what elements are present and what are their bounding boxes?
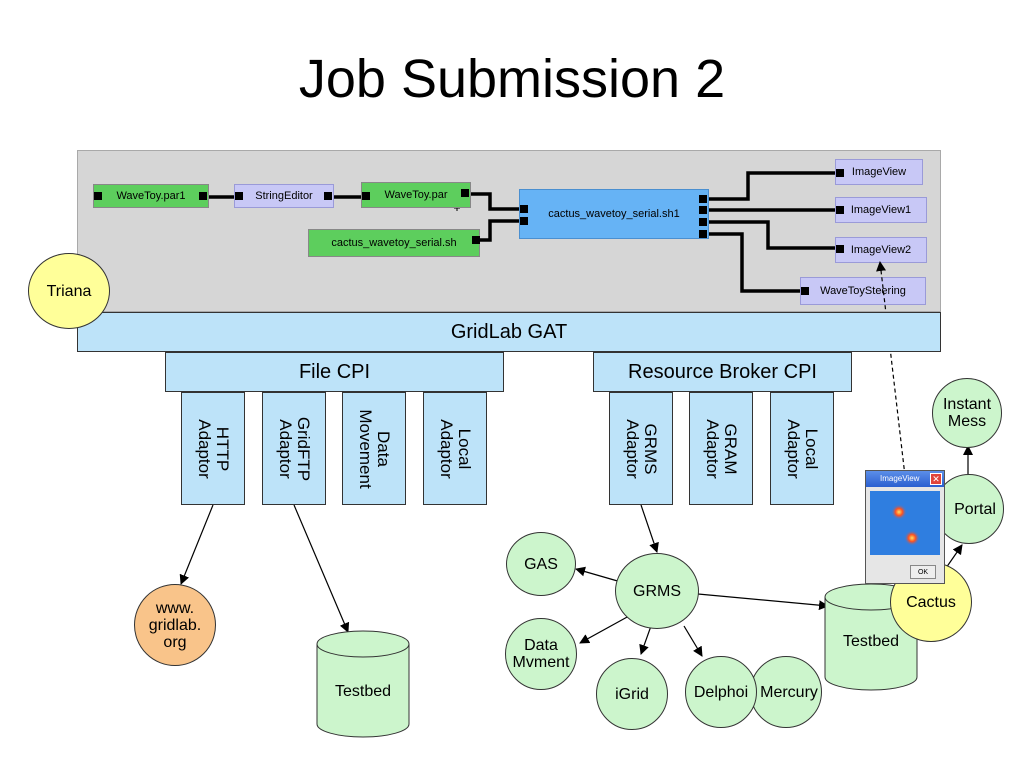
node-wavetoy-par1[interactable]: WaveToy.par1 xyxy=(93,184,209,208)
adaptor-label: HTTP Adaptor xyxy=(195,418,232,479)
resource-broker-cpi-bar: Resource Broker CPI xyxy=(593,352,852,392)
output-port[interactable] xyxy=(699,230,707,238)
node-label: cactus_wavetoy_serial.sh xyxy=(331,237,457,249)
triana-workflow-canvas: WaveToy.par1 StringEditor WaveToy.par ca… xyxy=(77,150,941,312)
instant-mess-label: Instant Mess xyxy=(942,396,992,430)
node-string-editor[interactable]: StringEditor xyxy=(234,184,334,208)
node-cactus-wavetoy-serial-sh1[interactable]: cactus_wavetoy_serial.sh1 xyxy=(519,189,709,239)
node-wavetoy-steering[interactable]: WaveToySteering xyxy=(800,277,926,305)
input-port[interactable] xyxy=(520,205,528,213)
adaptor-label: GRAM Adaptor xyxy=(703,418,740,479)
adaptor-label: Data Movement xyxy=(356,408,393,489)
adaptor-label: GRMS Adaptor xyxy=(623,418,660,479)
igrid-circle: iGrid xyxy=(596,658,668,730)
imageview-render-area xyxy=(870,491,940,555)
output-port[interactable] xyxy=(199,192,207,200)
node-label: ImageView xyxy=(851,166,907,178)
input-port[interactable] xyxy=(801,287,809,295)
adaptor-label: GridFTP Adaptor xyxy=(276,416,313,481)
node-label: ImageView1 xyxy=(850,204,912,216)
node-imageview1[interactable]: ImageView1 xyxy=(835,197,927,223)
simulation-blobs xyxy=(891,504,920,546)
gridlab-org-circle: www. gridlab. org xyxy=(134,584,216,666)
gas-label: GAS xyxy=(524,555,558,573)
imageview-window-titlebar[interactable]: ImageView xyxy=(866,471,944,487)
input-port[interactable] xyxy=(836,206,844,214)
gridftp-adaptor: GridFTP Adaptor xyxy=(262,392,326,505)
ok-button[interactable]: OK xyxy=(910,565,936,579)
grms-adaptor: GRMS Adaptor xyxy=(609,392,673,505)
input-port[interactable] xyxy=(362,192,370,200)
gram-adaptor: GRAM Adaptor xyxy=(689,392,753,505)
node-imageview[interactable]: ImageView xyxy=(835,159,923,185)
portal-label: Portal xyxy=(954,500,996,518)
node-label: StringEditor xyxy=(255,190,313,202)
delphoi-label: Delphoi xyxy=(693,683,749,701)
delphoi-circle: Delphoi xyxy=(685,656,757,728)
input-port[interactable] xyxy=(235,192,243,200)
local-file-adaptor: Local Adaptor xyxy=(423,392,487,505)
output-port[interactable] xyxy=(699,195,707,203)
output-port[interactable] xyxy=(472,236,480,244)
instant-mess-circle: Instant Mess xyxy=(932,378,1002,448)
imageview-window[interactable]: ImageView ✕ OK xyxy=(865,470,945,584)
gas-circle: GAS xyxy=(506,532,576,596)
local-rb-adaptor: Local Adaptor xyxy=(770,392,834,505)
testbed-left-cylinder xyxy=(316,630,410,738)
imageview-window-title: ImageView xyxy=(880,474,920,483)
input-port[interactable] xyxy=(94,192,102,200)
mercury-label: Mercury xyxy=(760,683,818,701)
input-port[interactable] xyxy=(520,217,528,225)
grms-circle: GRMS xyxy=(615,553,699,629)
testbed-right-label: Testbed xyxy=(842,633,900,650)
data-mvment-label: Data Mvment xyxy=(512,637,570,671)
testbed-left-label: Testbed xyxy=(334,683,392,700)
cactus-label: Cactus xyxy=(906,593,956,611)
resource-broker-cpi-label: Resource Broker CPI xyxy=(628,360,817,383)
triana-label: Triana xyxy=(46,282,92,300)
output-port[interactable] xyxy=(699,206,707,214)
data-mvment-circle: Data Mvment xyxy=(505,618,577,690)
node-label: WaveToy.par xyxy=(384,189,448,201)
data-movement-adaptor: Data Movement xyxy=(342,392,406,505)
file-cpi-bar: File CPI xyxy=(165,352,504,392)
slide-title: Job Submission 2 xyxy=(298,49,726,109)
gridlab-gat-bar: GridLab GAT xyxy=(77,312,941,352)
node-label: WaveToy.par1 xyxy=(116,190,186,202)
http-adaptor: HTTP Adaptor xyxy=(181,392,245,505)
triana-circle: Triana xyxy=(28,253,110,329)
grms-label: GRMS xyxy=(633,582,681,600)
output-port[interactable] xyxy=(324,192,332,200)
adaptor-label: Local Adaptor xyxy=(784,418,821,479)
node-label: ImageView2 xyxy=(850,244,912,256)
node-wavetoy-par[interactable]: WaveToy.par xyxy=(361,182,471,208)
mercury-circle: Mercury xyxy=(750,656,822,728)
output-port[interactable] xyxy=(461,189,469,197)
workflow-connections xyxy=(206,171,838,293)
input-port[interactable] xyxy=(836,169,844,177)
output-port[interactable] xyxy=(699,218,707,226)
gridlab-gat-label: GridLab GAT xyxy=(450,320,568,343)
igrid-label: iGrid xyxy=(615,685,649,703)
node-label: cactus_wavetoy_serial.sh1 xyxy=(548,208,680,220)
gridlab-org-label: www. gridlab. org xyxy=(148,599,202,651)
close-icon[interactable]: ✕ xyxy=(930,473,942,485)
node-label: WaveToySteering xyxy=(820,285,906,297)
file-cpi-label: File CPI xyxy=(298,360,371,383)
adaptor-label: Local Adaptor xyxy=(437,418,474,479)
node-cactus-wavetoy-serial-sh[interactable]: cactus_wavetoy_serial.sh xyxy=(308,229,480,257)
input-port[interactable] xyxy=(836,245,844,253)
